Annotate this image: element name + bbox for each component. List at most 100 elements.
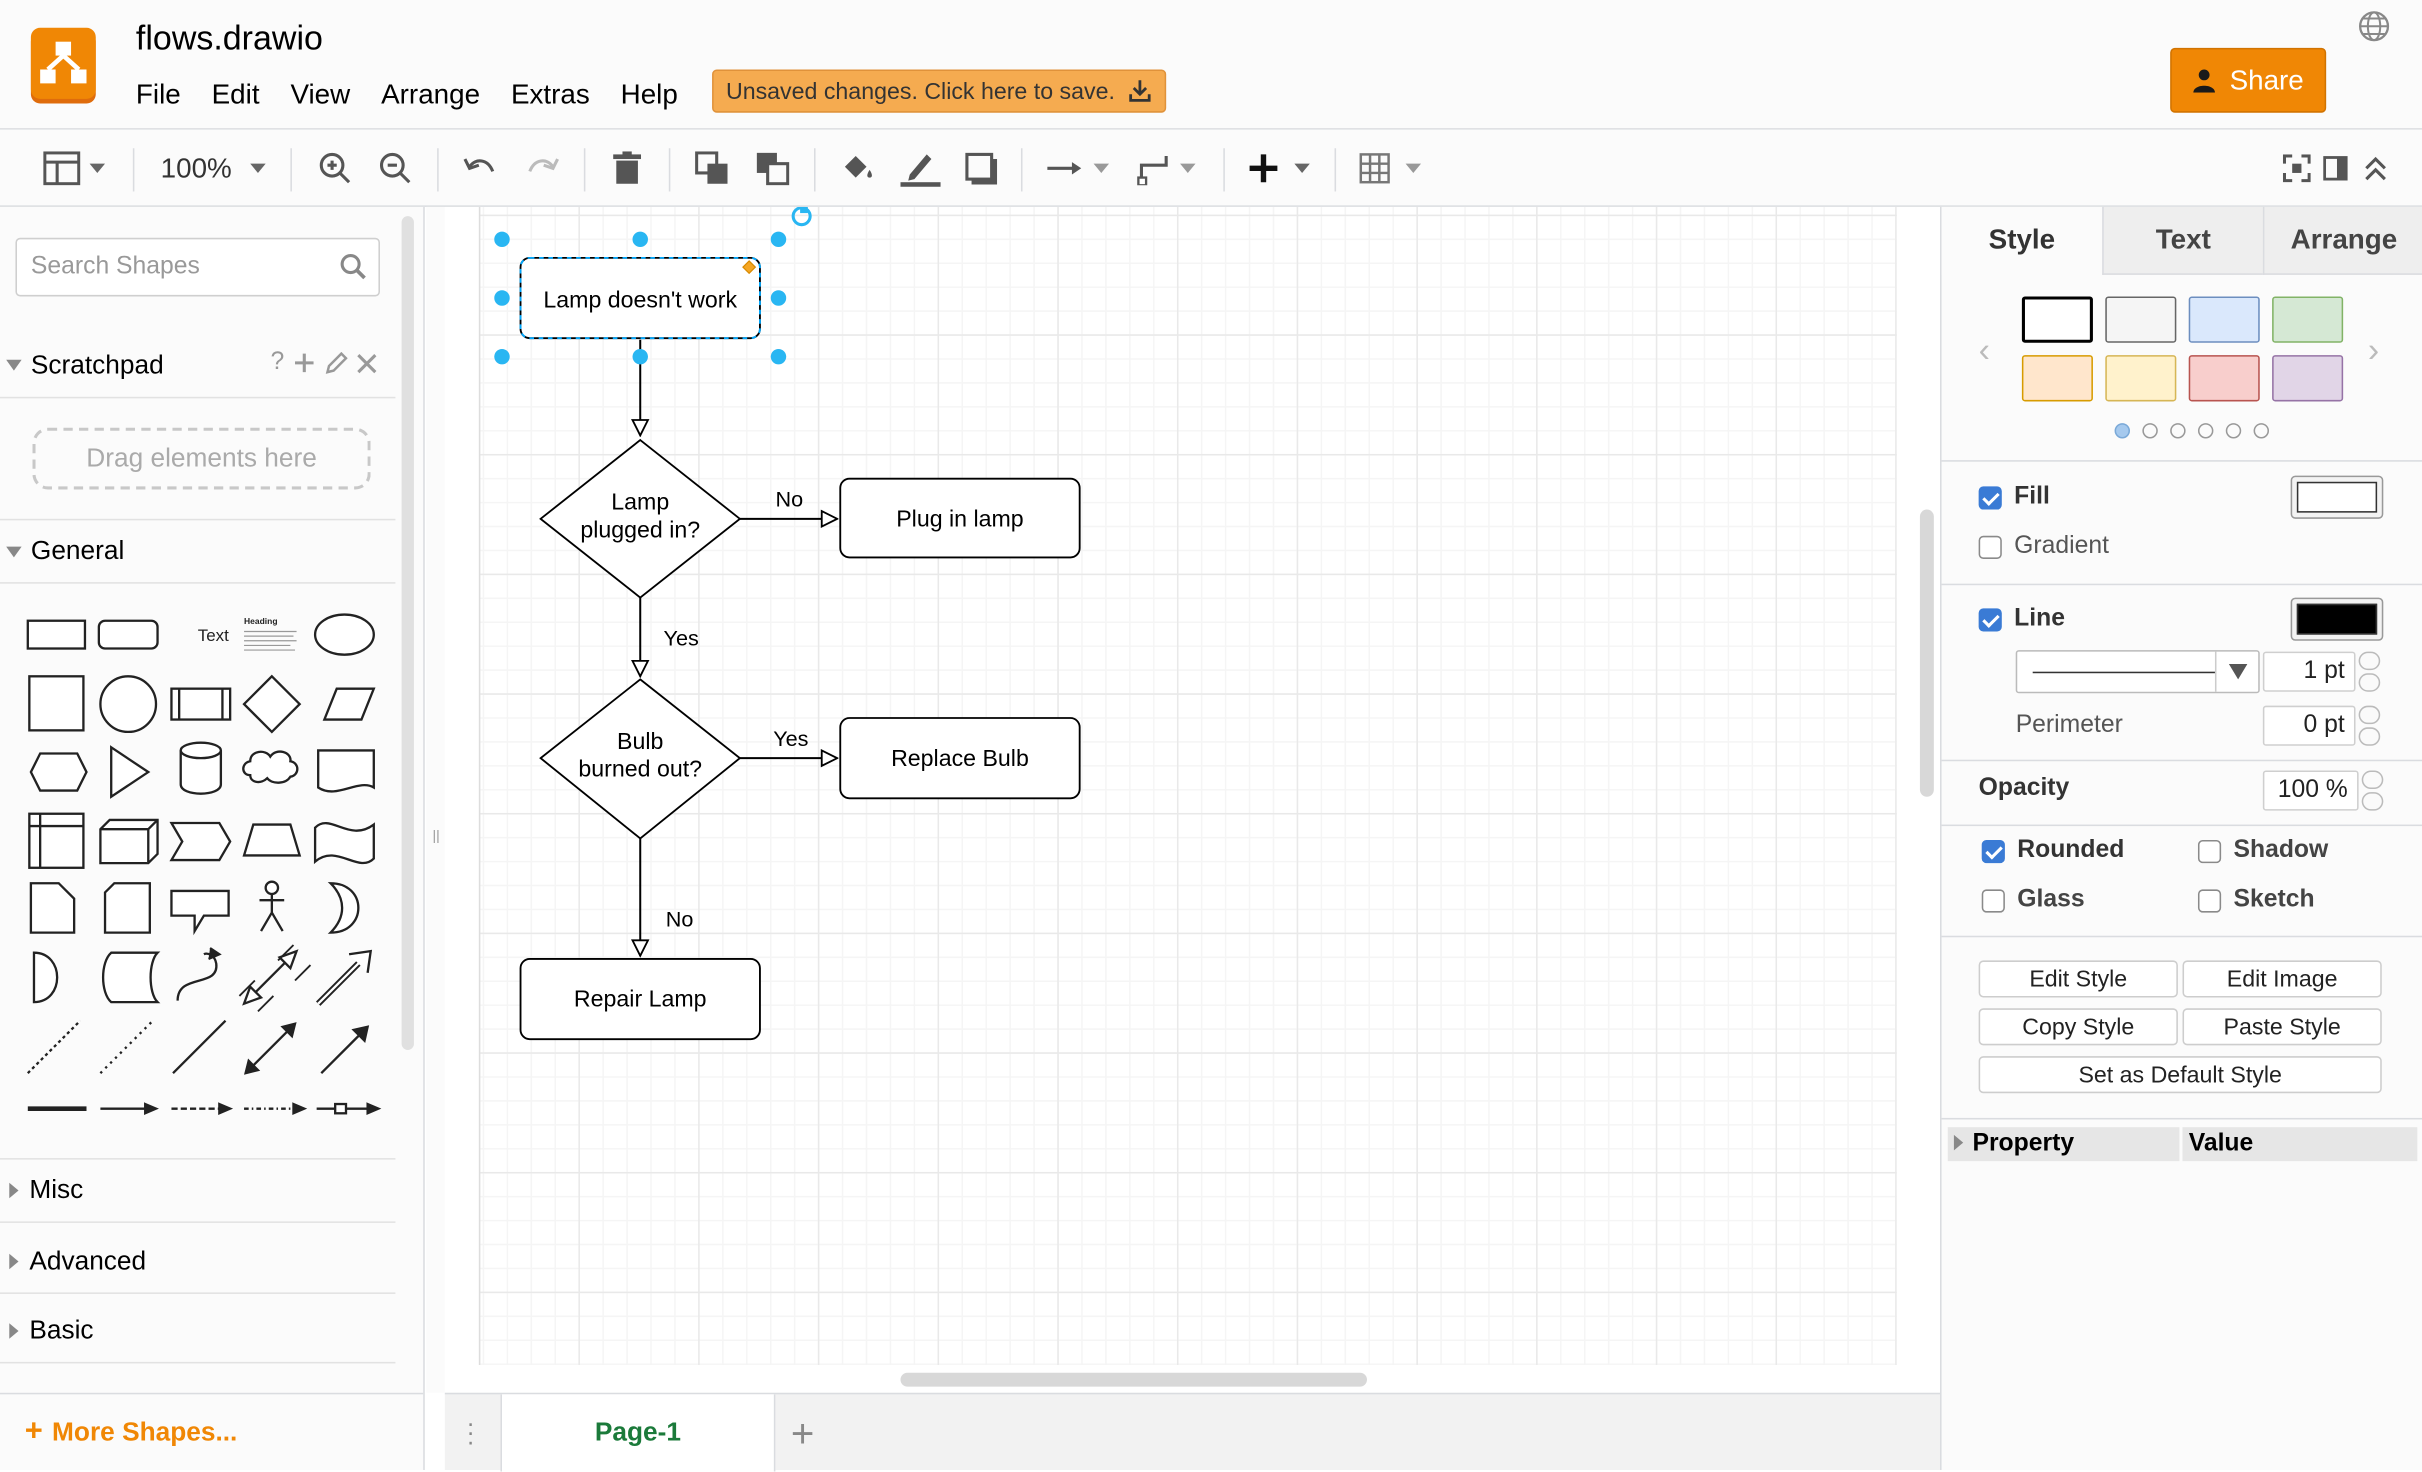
edit-style-button[interactable]: Edit Style (1978, 960, 2178, 998)
sidebar-scrollbar[interactable] (401, 216, 414, 1050)
line-color-button[interactable] (900, 148, 941, 188)
connection-style-button[interactable] (1047, 148, 1110, 188)
gradient-checkbox[interactable] (1978, 535, 2002, 559)
node-lamp-plugged-in[interactable]: Lamp plugged in? (539, 438, 742, 599)
fullscreen-button[interactable] (2282, 148, 2311, 188)
redo-button[interactable] (525, 148, 559, 188)
style-swatch[interactable] (2188, 355, 2260, 402)
fill-toggle[interactable]: Fill (1978, 483, 2050, 511)
rotate-handle-icon[interactable] (791, 206, 812, 227)
node-repair-lamp[interactable]: Repair Lamp (519, 957, 761, 1041)
to-back-button[interactable] (755, 148, 790, 188)
menu-help[interactable]: Help (620, 78, 678, 110)
chevron-left-icon[interactable]: ‹ (1978, 330, 1990, 370)
zoom-in-button[interactable] (318, 148, 352, 188)
paste-style-button[interactable]: Paste Style (2182, 1008, 2382, 1046)
palette-page-dot[interactable] (2114, 423, 2131, 439)
shape-heading-textbox[interactable]: Heading (244, 616, 297, 651)
help-icon[interactable]: ? (270, 348, 285, 376)
tab-arrange[interactable]: Arrange (2262, 206, 2422, 275)
drag-handle-icon[interactable]: || (432, 827, 440, 844)
style-swatch[interactable] (2272, 355, 2344, 402)
zoom-select[interactable]: 100% (161, 148, 266, 188)
line-color-button[interactable] (2290, 597, 2384, 641)
set-default-style-button[interactable]: Set as Default Style (1978, 1056, 2382, 1094)
perimeter-input[interactable]: 0 pt (2262, 705, 2356, 746)
menu-file[interactable]: File (135, 78, 181, 110)
style-swatch[interactable] (2272, 296, 2344, 343)
chevron-right-icon[interactable]: › (2367, 330, 2380, 370)
palette-page-dot[interactable] (2170, 423, 2186, 439)
vertical-scrollbar[interactable] (1919, 509, 1934, 797)
fill-checkbox[interactable] (1978, 485, 2002, 509)
node-bulb-burned-out[interactable]: Bulb burned out? (539, 678, 742, 840)
rounded-checkbox[interactable] (1981, 839, 2005, 863)
add-icon[interactable] (293, 352, 315, 374)
menu-edit[interactable]: Edit (211, 78, 260, 110)
scratchpad-header[interactable]: Scratchpad ? (0, 334, 396, 399)
unsaved-changes-button[interactable]: Unsaved changes. Click here to save. (712, 69, 1166, 113)
fill-color-button[interactable] (840, 148, 874, 188)
pages-menu-icon[interactable]: ··· (466, 1411, 475, 1457)
delete-button[interactable] (612, 148, 643, 188)
to-front-button[interactable] (695, 148, 729, 188)
diagram-canvas[interactable]: No Yes Yes No Lamp doesn't work Lamp plu… (444, 206, 1941, 1393)
close-icon[interactable] (357, 353, 377, 373)
horizontal-scrollbar[interactable] (900, 1372, 1367, 1387)
line-width-stepper[interactable] (2358, 651, 2381, 692)
style-swatch[interactable] (2021, 355, 2093, 402)
line-toggle[interactable]: Line (1978, 605, 2065, 633)
shadow-toggle[interactable]: Shadow (2197, 837, 2328, 865)
opacity-input[interactable]: 100 % (2262, 770, 2359, 811)
style-swatch[interactable] (2105, 355, 2177, 402)
edge-label-yes[interactable]: Yes (664, 625, 699, 650)
shape-text[interactable]: Text (198, 626, 229, 645)
advanced-header[interactable]: Advanced (0, 1229, 396, 1294)
document-title[interactable]: flows.drawio (135, 18, 323, 58)
edit-pencil-icon[interactable] (324, 351, 348, 374)
fill-color-button[interactable] (2290, 475, 2384, 519)
basic-header[interactable]: Basic (0, 1299, 396, 1364)
search-input[interactable] (16, 239, 311, 295)
palette-page-dot[interactable] (2253, 423, 2270, 439)
more-shapes-button[interactable]: + More Shapes... (0, 1392, 424, 1470)
node-replace-bulb[interactable]: Replace Bulb (839, 717, 1081, 800)
palette-page-dot[interactable] (2142, 423, 2158, 439)
edge-label-no[interactable]: No (666, 906, 694, 931)
add-page-icon[interactable]: + (790, 1409, 815, 1457)
waypoints-button[interactable] (1137, 148, 1196, 188)
edge-label-no[interactable]: No (775, 486, 803, 511)
share-button[interactable]: Share (2170, 47, 2327, 113)
globe-icon[interactable] (2357, 9, 2391, 43)
sketch-checkbox[interactable] (2197, 888, 2222, 912)
perimeter-stepper[interactable] (2358, 705, 2381, 746)
shadow-checkbox[interactable] (2197, 839, 2222, 863)
menu-extras[interactable]: Extras (510, 78, 590, 110)
misc-header[interactable]: Misc (0, 1158, 396, 1223)
node-lamp-doesnt-work[interactable]: Lamp doesn't work (519, 256, 761, 340)
style-swatch[interactable] (2105, 296, 2177, 343)
drawio-logo[interactable] (30, 27, 96, 99)
node-plug-in-lamp[interactable]: Plug in lamp (839, 477, 1081, 559)
line-width-input[interactable]: 1 pt (2262, 651, 2356, 692)
glass-toggle[interactable]: Glass (1981, 886, 2085, 914)
property-column-header[interactable]: Property (1947, 1127, 2180, 1162)
sketch-toggle[interactable]: Sketch (2197, 886, 2315, 914)
format-panel-toggle[interactable] (43, 148, 106, 188)
rounded-toggle[interactable]: Rounded (1981, 837, 2124, 865)
edge-label-yes[interactable]: Yes (773, 726, 808, 751)
edit-image-button[interactable]: Edit Image (2182, 960, 2382, 998)
page-tab[interactable]: Page-1 (500, 1394, 776, 1472)
opacity-stepper[interactable] (2361, 770, 2384, 811)
menu-view[interactable]: View (290, 78, 351, 110)
sidebar-splitter[interactable] (426, 206, 445, 1393)
scratchpad-drop-zone[interactable]: Drag elements here (32, 427, 371, 490)
table-button[interactable] (1359, 148, 1422, 188)
menu-arrange[interactable]: Arrange (381, 78, 481, 110)
tab-style[interactable]: Style (1941, 206, 2103, 275)
zoom-out-button[interactable] (378, 148, 412, 188)
general-header[interactable]: General (0, 518, 396, 584)
copy-style-button[interactable]: Copy Style (1978, 1008, 2178, 1046)
line-pattern-select[interactable] (2015, 650, 2260, 694)
undo-button[interactable] (463, 148, 497, 188)
